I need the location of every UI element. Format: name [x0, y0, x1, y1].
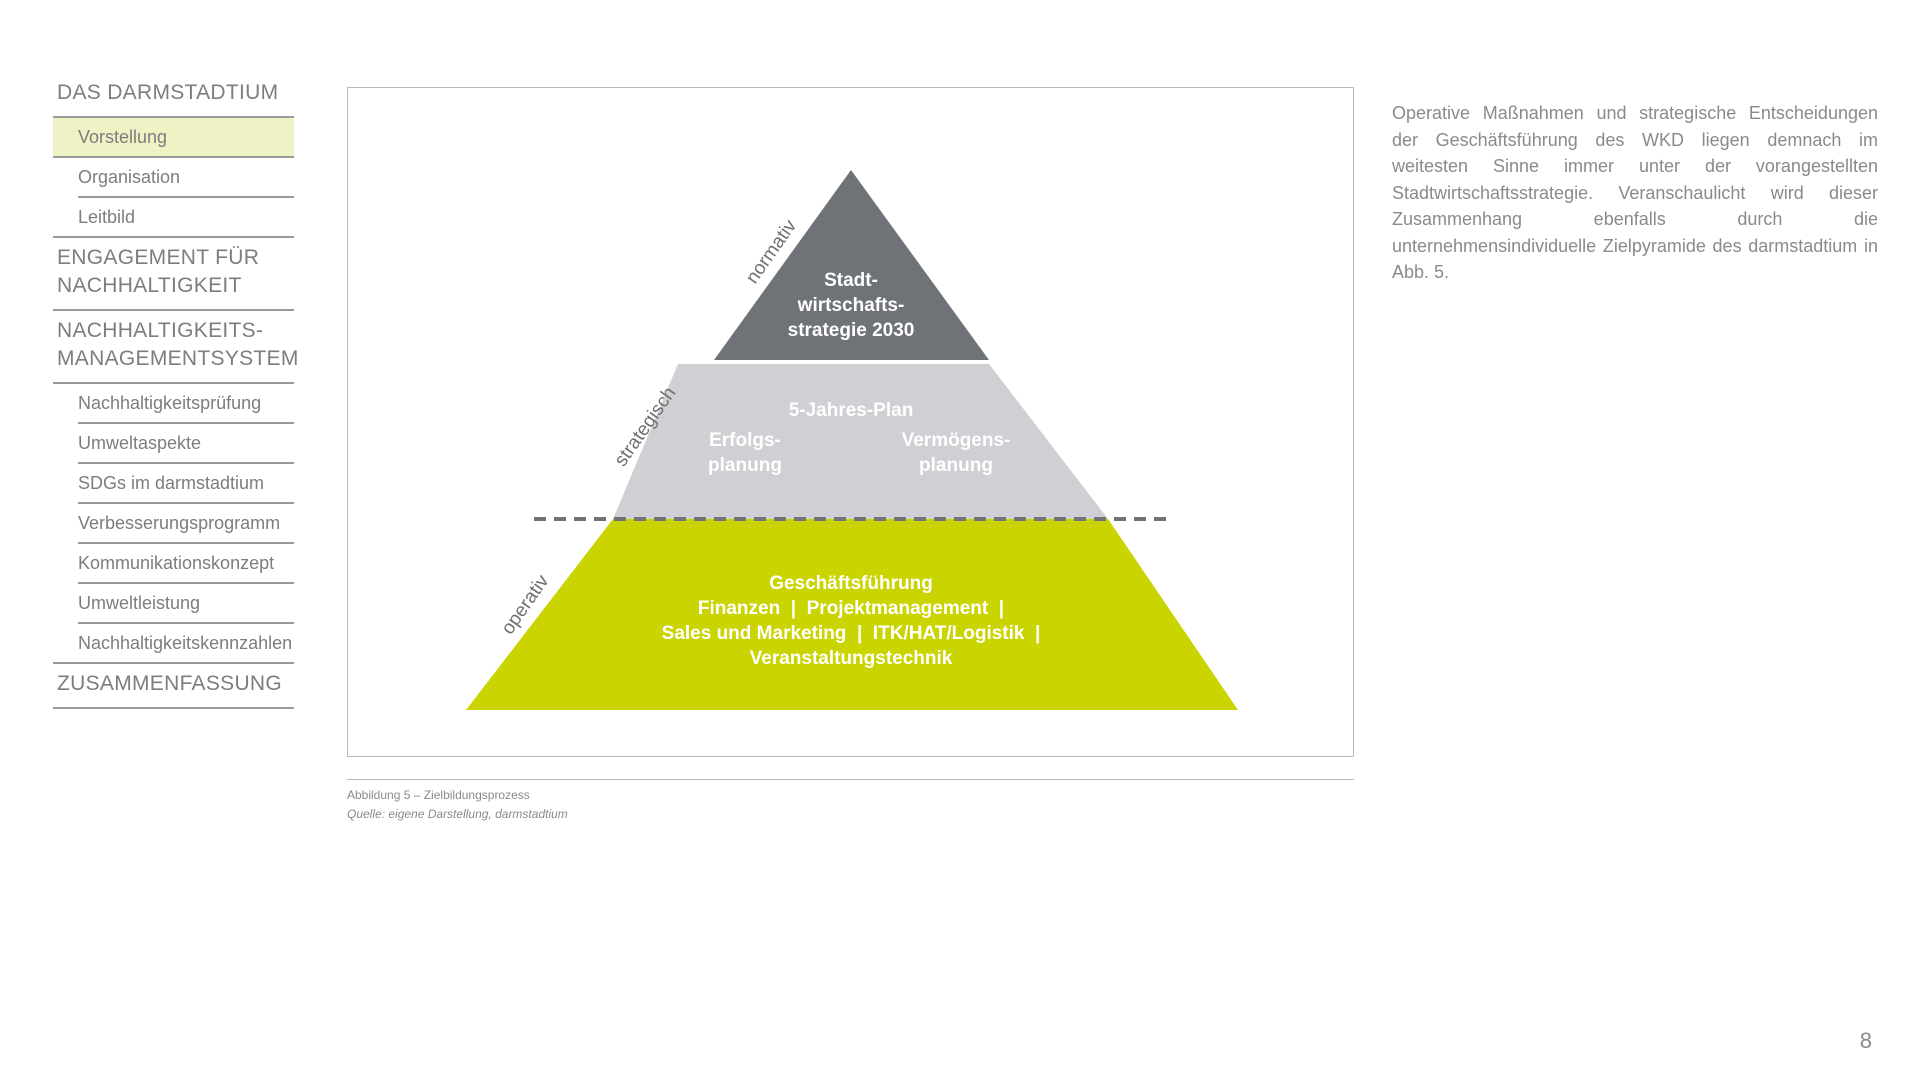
pyramid-bottom-line-4: Veranstaltungstechnik	[750, 648, 953, 669]
pyramid-bottom-line-1: Geschäftsführung	[769, 573, 933, 594]
pyramid-figure: Stadt- wirtschafts- strategie 2030 5-Jah…	[347, 87, 1354, 757]
sidebar-item-sdgs[interactable]: SDGs im darmstadtium	[78, 464, 294, 504]
pyramid-diagram: Stadt- wirtschafts- strategie 2030 5-Jah…	[466, 170, 1238, 710]
sidebar-section-managementsystem[interactable]: NACHHALTIGKEITS- MANAGEMENTSYSTEM	[53, 311, 298, 384]
figure-caption: Abbildung 5 – Zielbildungsprozess Quelle…	[347, 786, 568, 824]
sidebar-item-leitbild[interactable]: Leitbild	[53, 198, 294, 238]
sidebar-item-umweltleistung[interactable]: Umweltleistung	[78, 584, 294, 624]
sidebar-section-engagement-line2: NACHHALTIGKEIT	[57, 274, 242, 297]
sidebar-item-nachhaltigkeitspruefung[interactable]: Nachhaltigkeitsprüfung	[78, 384, 294, 424]
sidebar-item-umweltaspekte[interactable]: Umweltaspekte	[78, 424, 294, 464]
pyramid-middle-left-line-2: planung	[708, 455, 782, 476]
body-paragraph: Operative Maßnahmen und strategische Ent…	[1392, 103, 1878, 282]
pyramid-bottom-tier	[466, 519, 1238, 710]
pyramid-middle-tier	[613, 364, 1108, 519]
pyramid-middle-title: 5-Jahres-Plan	[789, 400, 914, 421]
sidebar-section-zusammenfassung[interactable]: ZUSAMMENFASSUNG	[53, 664, 294, 709]
pyramid-middle-left-line-1: Erfolgs-	[709, 430, 781, 451]
pyramid-middle-right-line-2: planung	[919, 455, 993, 476]
sidebar-item-nachhaltigkeitskennzahlen[interactable]: Nachhaltigkeitskennzahlen	[53, 624, 294, 664]
pyramid-top-line-3: strategie 2030	[788, 320, 915, 341]
pyramid-bottom-line-3: Sales und Marketing | ITK/HAT/Logistik |	[662, 623, 1041, 644]
pyramid-middle-right-line-1: Vermögens-	[902, 430, 1011, 451]
pyramid-top-line-1: Stadt-	[824, 270, 878, 291]
sidebar-section-managementsystem-line2: MANAGEMENTSYSTEM	[57, 347, 299, 370]
pyramid-top-line-2: wirtschafts-	[797, 295, 905, 316]
sidebar-section-engagement-line1: ENGAGEMENT FÜR	[57, 246, 260, 269]
sidebar-section-das-darmstadtium[interactable]: DAS DARMSTADTIUM	[53, 75, 294, 118]
caption-divider	[347, 779, 1354, 780]
caption-title: Abbildung 5 – Zielbildungsprozess	[347, 788, 530, 802]
sidebar-item-organisation[interactable]: Organisation	[78, 158, 294, 198]
pyramid-top-tier	[714, 170, 989, 360]
pyramid-bottom-line-2: Finanzen | Projektmanagement |	[698, 598, 1004, 619]
sidebar-item-kommunikationskonzept[interactable]: Kommunikationskonzept	[78, 544, 294, 584]
sidebar-item-verbesserungsprogramm[interactable]: Verbesserungsprogramm	[78, 504, 294, 544]
page-number: 8	[1859, 1028, 1872, 1053]
sidebar-section-managementsystem-line1: NACHHALTIGKEITS-	[57, 319, 264, 342]
sidebar-section-engagement[interactable]: ENGAGEMENT FÜR NACHHALTIGKEIT	[53, 238, 294, 311]
sidebar-item-vorstellung[interactable]: Vorstellung	[53, 118, 294, 158]
sidebar-nav: DAS DARMSTADTIUM Vorstellung Organisatio…	[53, 75, 298, 709]
caption-source: Quelle: eigene Darstellung, darmstadtium	[347, 807, 568, 821]
